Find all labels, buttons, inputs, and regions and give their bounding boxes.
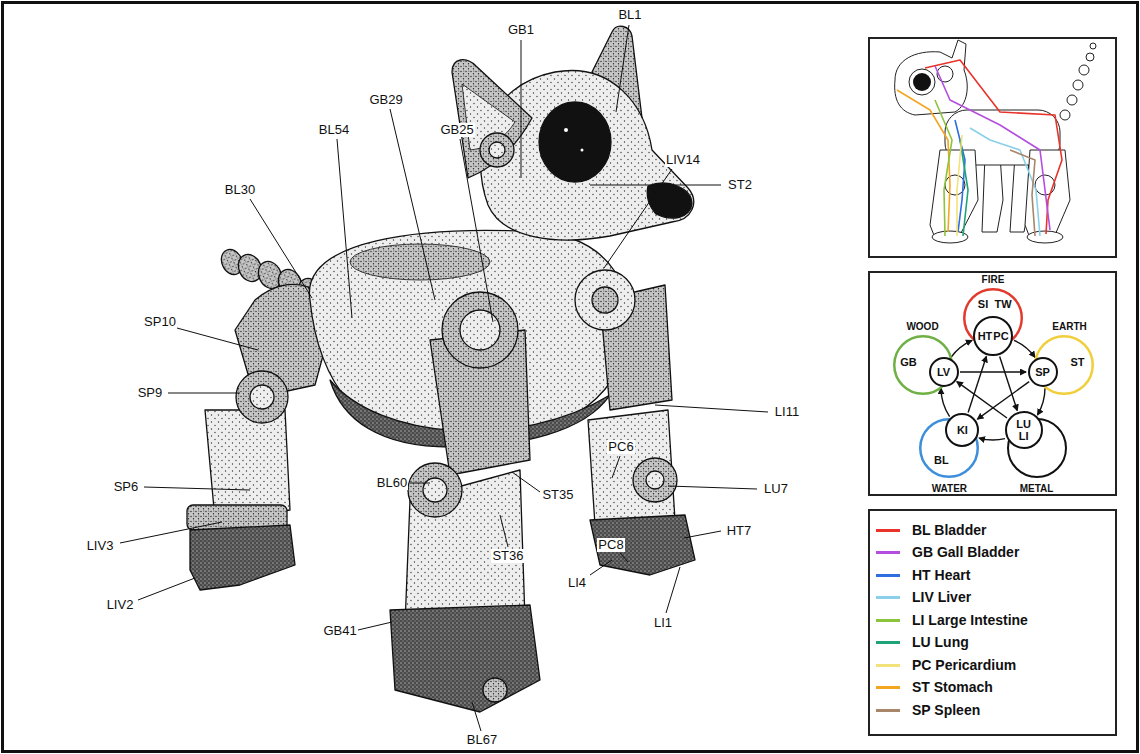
legend-swatch (876, 686, 900, 689)
element-name: METAL (1020, 483, 1054, 494)
callout-number: BL30 (224, 183, 256, 198)
organ-code: PC (993, 330, 1008, 342)
organ-code: LU (1016, 418, 1031, 430)
legend-text: ST Stomach (912, 679, 993, 695)
callout-number: ST36 (491, 549, 524, 564)
circle-shape (974, 317, 1012, 355)
callout-number: SP6 (113, 480, 140, 495)
callout-number: GB25 (439, 123, 474, 138)
legend-text: GB Gall Bladder (912, 544, 1019, 560)
organ-circle: LULI (1005, 411, 1043, 449)
organ-code: GB (900, 356, 917, 368)
organ-circle: SP (1028, 357, 1058, 387)
organ-code: ST (1070, 356, 1084, 368)
legend-text: LI Large Intestine (912, 612, 1028, 628)
element-name: FIRE (982, 274, 1005, 285)
organ-code: BL (934, 454, 949, 466)
callout-number: GB29 (368, 93, 403, 108)
controlling-arrow (957, 382, 1007, 418)
legend-swatch (876, 529, 900, 532)
legend-text: SP Spleen (912, 702, 980, 718)
organ-code: SI (978, 298, 988, 310)
legend-swatch (876, 641, 900, 644)
legend-swatch (876, 709, 900, 712)
callout-number: LI4 (567, 576, 587, 591)
organ-code: LV (937, 366, 950, 378)
generating-arrow (1037, 388, 1045, 415)
organ-code: HT (978, 330, 993, 342)
callout-number: BL67 (466, 733, 498, 748)
callout-number: ST35 (541, 488, 574, 503)
controlling-arrow (1000, 356, 1018, 410)
callout-number: BL54 (318, 123, 350, 138)
element-name: WOOD (906, 321, 938, 332)
callout-number: BL60 (376, 476, 408, 491)
legend-text: BL Bladder (912, 522, 986, 538)
controlling-arrow (968, 356, 986, 412)
callout-number: GB1 (507, 23, 535, 38)
leader-lines (120, 25, 768, 731)
organ-circle: HTPC (973, 316, 1013, 356)
circle-shape (930, 358, 958, 386)
circle-shape (946, 414, 978, 446)
controlling-arrow (960, 371, 1026, 372)
element-name: EARTH (1052, 321, 1086, 332)
generating-arrow (941, 388, 950, 416)
callout-number: LI11 (774, 405, 800, 420)
callout-number: LU7 (763, 482, 789, 497)
callout-number: LIV3 (86, 539, 115, 554)
generating-arrow (979, 438, 1005, 440)
legend-swatch (876, 664, 900, 667)
organ-code: TW (994, 298, 1011, 310)
callout-number: ST2 (727, 178, 753, 193)
organ-circle: KI (945, 413, 979, 447)
callout-number: SP10 (143, 315, 177, 330)
legend-swatch (876, 619, 900, 622)
callout-number: PC6 (607, 440, 634, 455)
callout-number: LIV14 (665, 153, 701, 168)
callout-number: SP9 (137, 386, 164, 401)
legend-text: HT Heart (912, 567, 970, 583)
dog-figure (187, 26, 695, 712)
circle-shape (1006, 412, 1042, 448)
organ-code: SP (1035, 366, 1050, 378)
generating-arrow (951, 340, 972, 357)
legend-swatch (876, 574, 900, 577)
callout-number: LIV2 (106, 598, 135, 613)
callout-number: BL1 (617, 8, 642, 23)
organ-code: KI (957, 424, 968, 436)
callout-number: GB41 (322, 624, 357, 639)
legend-text: LU Lung (912, 634, 969, 650)
legend-text: PC Pericardium (912, 657, 1016, 673)
callout-number: PC8 (597, 538, 624, 553)
callout-number: HT7 (726, 524, 753, 539)
callout-number: LI1 (653, 616, 673, 631)
legend-swatch (876, 551, 900, 554)
meridian-dog (895, 40, 1096, 243)
legend-text: LIV Liver (912, 589, 971, 605)
organ-code: LI (1019, 430, 1029, 442)
element-name: WATER (932, 483, 967, 494)
circle-shape (1029, 358, 1057, 386)
legend-swatch (876, 596, 900, 599)
five-elements-panel (868, 271, 1117, 496)
generating-arrow (1014, 340, 1035, 357)
organ-circle: LV (929, 357, 959, 387)
